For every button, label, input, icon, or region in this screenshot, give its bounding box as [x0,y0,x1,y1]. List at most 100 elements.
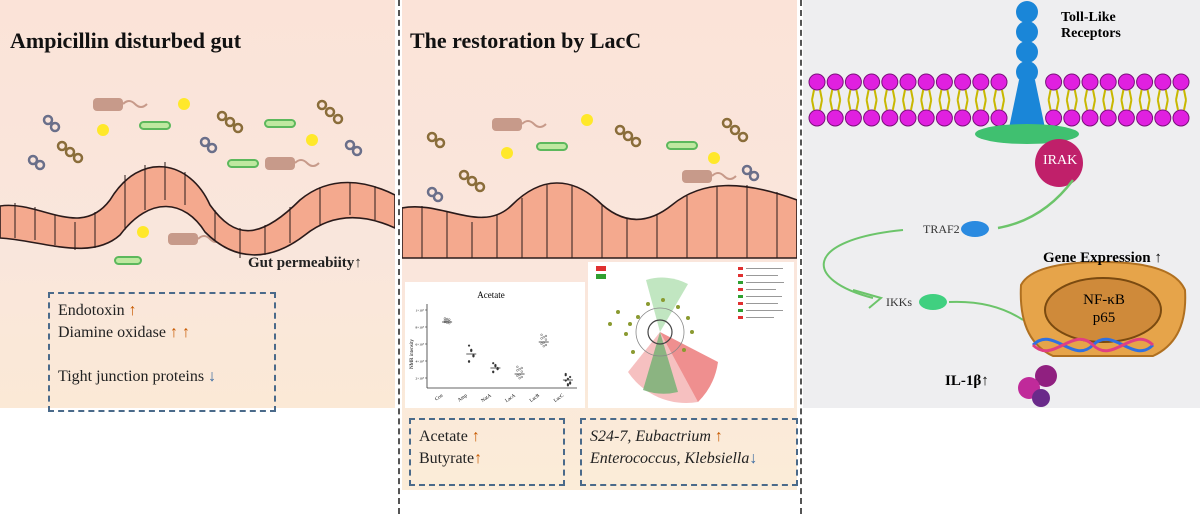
data-point [564,374,567,377]
lipid-tail [1156,99,1169,111]
lipid-tail [883,99,896,111]
panel-restoration-lacc: The restoration by LacC [402,0,798,490]
lipid-tail [865,99,878,111]
up-arrow-icon: ↑ [128,302,137,319]
data-point [520,366,523,370]
lipid-head [881,73,899,91]
legend-swatch-red [596,266,606,271]
y-tick-label: 1×10⁶ [416,309,425,313]
x-tick-label: LacB [529,393,541,404]
data-point [569,375,572,379]
microbiota-box: S24-7, Eubactrium ↑ Enterococcus, Klebsi… [580,418,798,486]
ikks-label: IKKs [886,295,912,309]
rod-bacteria [114,119,296,265]
x-tick-label: LacA [505,393,517,404]
lipid-head [1172,109,1190,127]
lipid-tail [956,99,969,111]
lipid-head [917,73,935,91]
diamine-oxidase-text: Diamine oxidase [58,324,170,341]
cladogram-svg [596,266,784,404]
data-point [566,377,570,380]
decreased-taxa-text: Enterococcus, Klebsiella [590,450,750,467]
lipid-tail [956,89,969,101]
up-arrow-icon: ↑ [471,428,480,445]
data-point [443,319,446,322]
ikk-nfkb-arrow [948,300,1024,321]
down-arrow-icon: ↓ [749,450,758,467]
data-points [442,317,573,387]
lipid-head [1081,73,1099,91]
lipid-head [1045,73,1063,91]
traf2-label: TRAF2 [923,222,960,236]
lipid-head [935,109,953,127]
down-arrow-icon: ↓ [208,368,217,385]
acetate-chart-svg: Acetate NMR intensity 1×10⁶8×10⁵6×10⁵4×1… [410,290,577,404]
lipid-tail [1120,99,1133,111]
il1b-molecules [1018,365,1057,407]
lipid-tail [865,89,878,101]
gut-permeability-label: Gut permeabiity↑ [248,255,362,271]
acetate-text: Acetate [419,428,472,445]
lipid-head [1045,109,1063,127]
lipid-tail [1120,89,1133,101]
data-point [542,336,545,339]
data-point [516,369,519,372]
cladogram-ring-inner [647,319,673,345]
lipid-tail [847,99,860,111]
lipid-head [954,109,972,127]
lipid-head [1154,109,1172,127]
lipid-head [1099,109,1117,127]
data-point [492,362,495,365]
epithelial-cells [421,185,778,258]
lipid-head [1099,73,1117,91]
lipid-head [844,109,862,127]
x-tick-label: LacC [553,393,565,404]
data-point [544,338,548,341]
y-tick-label: 2×10⁵ [416,377,425,381]
lipid-tail [902,89,914,101]
lipid-tail [1084,99,1096,111]
cladogram-nodes [608,298,694,354]
ikks-node [919,294,947,310]
lipid-head [899,109,917,127]
chart-title: Acetate [477,290,504,300]
lipid-head [899,73,917,91]
data-point [494,363,497,367]
lipid-tail [811,89,823,101]
tlr-label: Toll-Like Receptors [1061,10,1121,42]
data-point [540,333,543,336]
cladogram-chart [588,262,794,408]
data-point [467,344,471,347]
up-arrow-icon: ↑ [474,450,483,467]
lipid-tail [1138,89,1151,101]
x-tick-label: Con [435,393,445,402]
x-tick-label: Amp [457,393,468,403]
nfkb-label: NF-κB p65 [1075,291,1133,327]
lipid-head [844,73,862,91]
data-point [467,360,471,363]
endotoxin-text: Endotoxin [58,302,129,319]
double-up-arrow-icon: ↑ ↑ [169,324,190,341]
panel-title: Ampicillin disturbed gut [10,28,242,53]
data-point [445,317,449,321]
y-tick-label: 8×10⁵ [416,326,425,330]
data-point [540,337,543,340]
up-arrow-icon: ↑ [714,428,723,445]
lipid-head [1117,73,1135,91]
lipid-tail [1065,89,1078,101]
lipid-tail [938,89,951,101]
data-point [470,348,473,351]
lipid-head [1172,73,1190,91]
lipid-tail [993,99,1005,111]
irak-label: IRAK [1043,153,1078,168]
lipid-head [826,109,844,127]
lipid-head [1136,109,1154,127]
clade-sector-green [643,332,678,394]
butyrate-text: Butyrate [419,450,475,467]
lipid-head [808,73,826,91]
data-point [445,319,449,322]
lipid-tail [974,99,987,111]
restored-gut-illustration [402,114,797,259]
data-point [448,322,451,325]
